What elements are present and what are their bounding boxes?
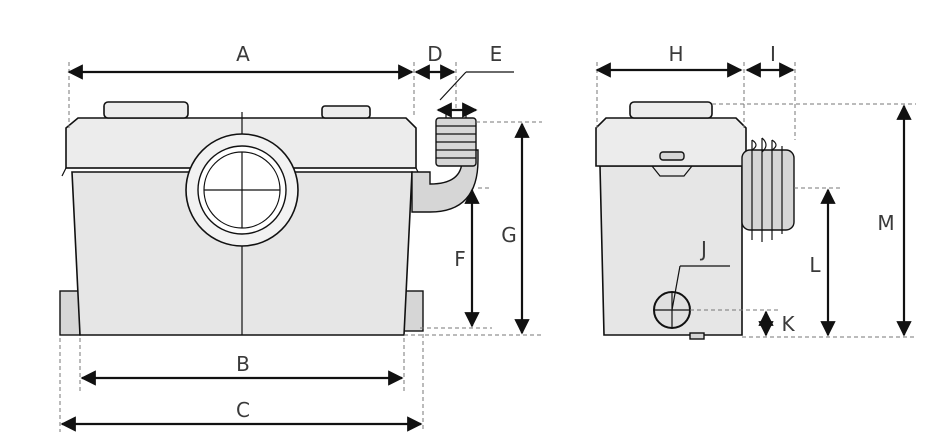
- side-top-cap: [629, 101, 713, 119]
- label-j: J: [699, 237, 707, 261]
- side-view: [595, 101, 795, 340]
- side-bellows: [741, 149, 795, 231]
- label-k: K: [781, 312, 795, 336]
- label-m: M: [877, 211, 894, 235]
- dimension-labels: A D E F G B C H I J K L M: [236, 42, 895, 422]
- label-h: H: [668, 42, 683, 66]
- label-f: F: [454, 247, 466, 271]
- label-l: L: [809, 253, 821, 277]
- dim-e-leader: [439, 71, 467, 101]
- label-i: I: [770, 42, 776, 66]
- dim-j-leader: [671, 265, 681, 311]
- front-top-cap-small: [321, 105, 371, 119]
- label-a: A: [236, 42, 250, 66]
- side-lid: [595, 117, 747, 167]
- front-dimensions: [60, 64, 530, 432]
- front-view: [59, 101, 479, 336]
- label-e: E: [490, 42, 503, 66]
- label-c: C: [236, 398, 250, 422]
- label-d: D: [427, 42, 442, 66]
- side-dimensions: [595, 62, 912, 337]
- front-top-cap-large: [103, 101, 189, 119]
- label-b: B: [236, 352, 250, 376]
- label-g: G: [501, 223, 517, 247]
- front-discharge-elbow: [411, 149, 479, 213]
- left-outlet-stub: [59, 290, 81, 336]
